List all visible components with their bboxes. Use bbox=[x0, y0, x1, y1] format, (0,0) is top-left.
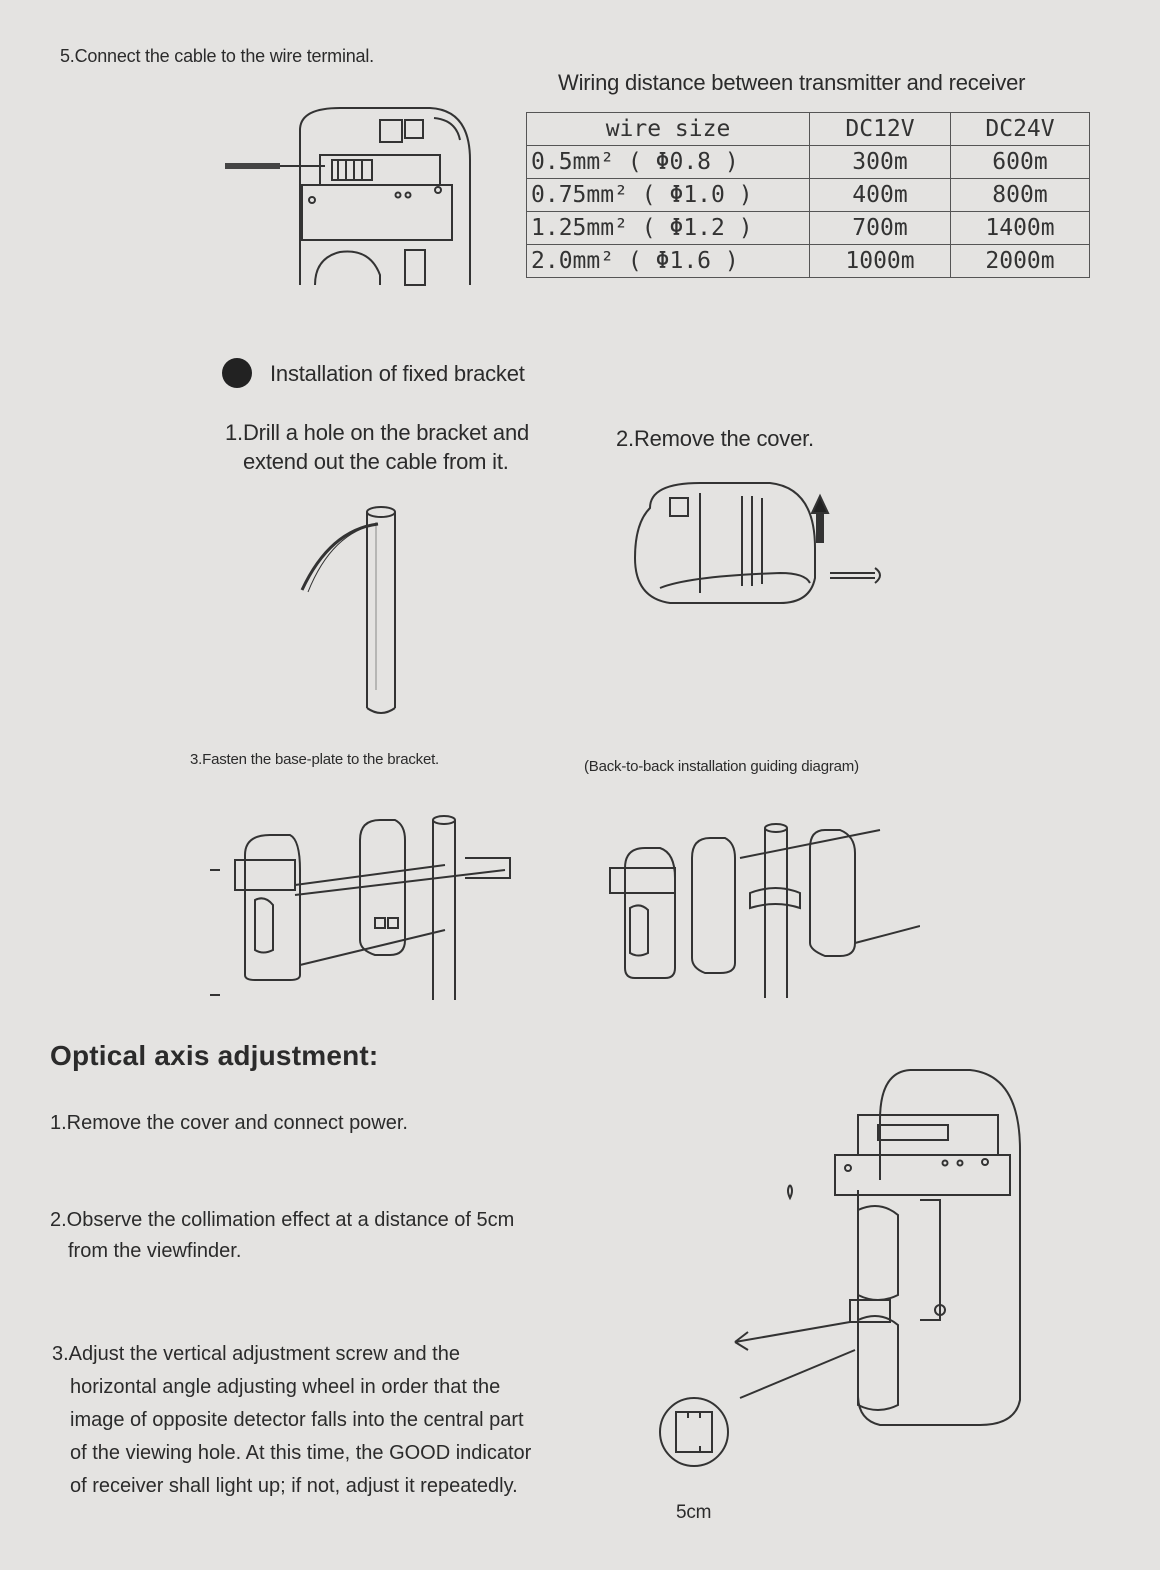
dc24-cell: 2000m bbox=[950, 244, 1090, 278]
bracket-step1-line2: extend out the cable from it. bbox=[243, 449, 509, 474]
table-row: 0.5mm² ( Φ0.8 ) 300m 600m bbox=[526, 145, 1090, 179]
step5-text: 5.Connect the cable to the wire terminal… bbox=[60, 46, 374, 66]
cover-illustration bbox=[630, 468, 900, 618]
bracket-step2: 2.Remove the cover. bbox=[616, 426, 814, 451]
back-to-back-caption: (Back-to-back installation guiding diagr… bbox=[584, 758, 859, 775]
header-wire-size: wire size bbox=[526, 112, 810, 146]
dc24-cell: 600m bbox=[950, 145, 1090, 179]
dc12-cell: 300m bbox=[809, 145, 951, 179]
back-to-back-illustration bbox=[600, 818, 920, 1008]
header-dc24v: DC24V bbox=[950, 112, 1090, 146]
dc12-cell: 1000m bbox=[809, 244, 951, 278]
optical-heading: Optical axis adjustment: bbox=[50, 1040, 379, 1071]
distance-label: 5cm bbox=[676, 1502, 712, 1523]
fasten-illustration bbox=[205, 810, 525, 1010]
table-row: 1.25mm² ( Φ1.2 ) 700m 1400m bbox=[526, 211, 1090, 245]
optical-step3-line2: horizontal angle adjusting wheel in orde… bbox=[70, 1376, 501, 1398]
dc24-cell: 1400m bbox=[950, 211, 1090, 245]
header-dc12v: DC12V bbox=[809, 112, 951, 146]
wiring-table: wire size DC12V DC24V 0.5mm² ( Φ0.8 ) 30… bbox=[526, 112, 1090, 278]
wire-size-cell: 0.5mm² ( Φ0.8 ) bbox=[526, 145, 810, 179]
optical-step3-line5: of receiver shall light up; if not, adju… bbox=[70, 1475, 518, 1497]
bracket-step1-line1: 1.Drill a hole on the bracket and bbox=[225, 420, 530, 445]
bracket-step3: 3.Fasten the base-plate to the bracket. bbox=[190, 751, 440, 768]
dc24-cell: 800m bbox=[950, 178, 1090, 212]
optical-step2-line2: from the viewfinder. bbox=[68, 1240, 242, 1262]
optical-step3-line4: of the viewing hole. At this time, the G… bbox=[70, 1442, 532, 1464]
wiring-table-wrap: wire size DC12V DC24V 0.5mm² ( Φ0.8 ) 30… bbox=[526, 112, 1090, 278]
optical-step3-line3: image of opposite detector falls into th… bbox=[70, 1409, 524, 1431]
optical-step1: 1.Remove the cover and connect power. bbox=[50, 1112, 408, 1134]
wire-size-cell: 0.75mm² ( Φ1.0 ) bbox=[526, 178, 810, 212]
table-row: 0.75mm² ( Φ1.0 ) 400m 800m bbox=[526, 178, 1090, 212]
optical-step3-line1: 3.Adjust the vertical adjustment screw a… bbox=[52, 1343, 460, 1365]
table-header-row: wire size DC12V DC24V bbox=[526, 112, 1090, 146]
dc12-cell: 700m bbox=[809, 211, 951, 245]
optical-step2-line1: 2.Observe the collimation effect at a di… bbox=[50, 1209, 515, 1231]
detector-illustration bbox=[640, 1060, 1040, 1500]
bullet-icon bbox=[222, 358, 252, 388]
wire-size-cell: 1.25mm² ( Φ1.2 ) bbox=[526, 211, 810, 245]
wire-size-cell: 2.0mm² ( Φ1.6 ) bbox=[526, 244, 810, 278]
bracket-title: Installation of fixed bracket bbox=[270, 361, 525, 386]
table-row: 2.0mm² ( Φ1.6 ) 1000m 2000m bbox=[526, 244, 1090, 278]
dc12-cell: 400m bbox=[809, 178, 951, 212]
wiring-caption: Wiring distance between transmitter and … bbox=[558, 70, 1026, 95]
pole-illustration bbox=[290, 500, 420, 720]
terminal-illustration bbox=[220, 100, 490, 290]
